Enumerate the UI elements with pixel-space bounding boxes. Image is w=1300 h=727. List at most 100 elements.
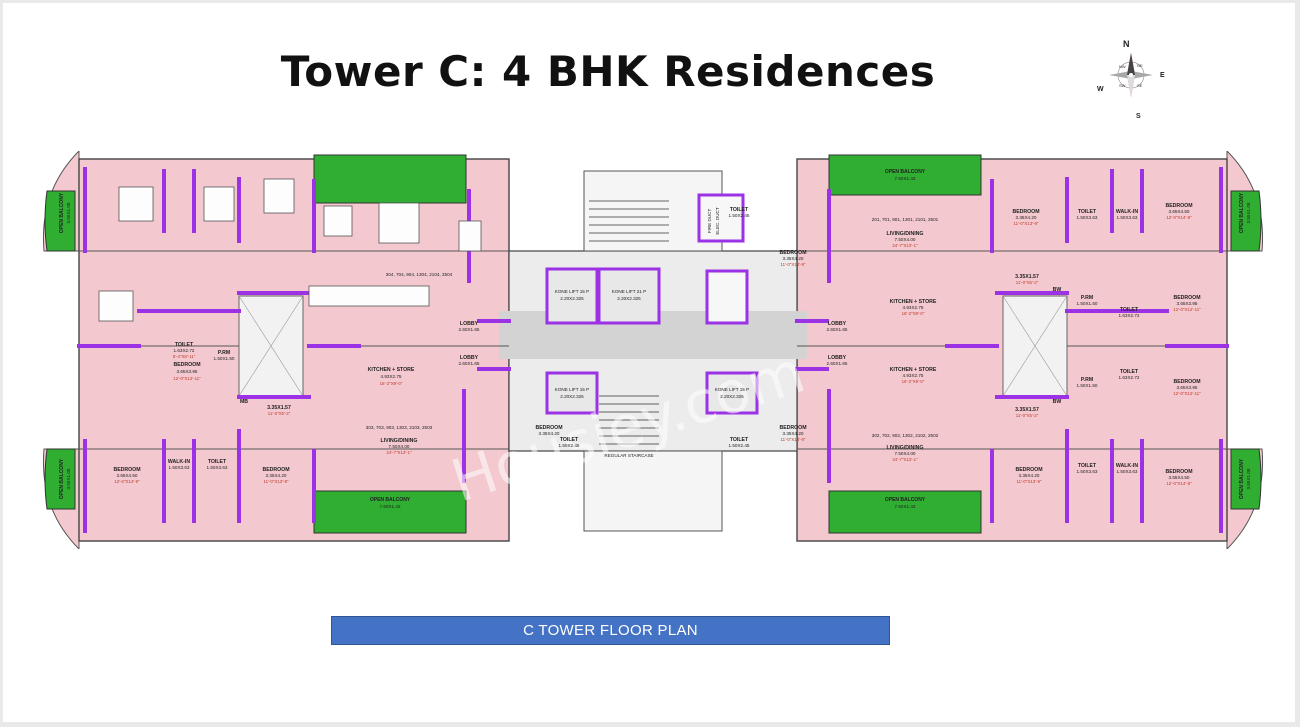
plan-annotation: 4.93X2.75 bbox=[903, 305, 924, 310]
plan-annotation: 1.50X2.45 bbox=[729, 443, 750, 448]
room-label: BEDROOM bbox=[535, 425, 562, 431]
balcony-label: OPEN BALCONY bbox=[59, 458, 65, 499]
plan-annotation: 4.93X2.75 bbox=[903, 373, 924, 378]
room-label: BEDROOM bbox=[1012, 209, 1039, 215]
plan-annotation: 12'-0"X14'-9" bbox=[114, 479, 140, 484]
room-label: LOBBY bbox=[460, 355, 479, 361]
plan-annotation: 7.60X1.43 bbox=[895, 176, 916, 181]
room-label: BEDROOM bbox=[1165, 469, 1192, 475]
plan-annotation: 1.63X2.72 bbox=[174, 348, 195, 353]
plan-annotation: 3.55X1.08 bbox=[66, 202, 71, 223]
room-label: LOBBY bbox=[828, 321, 847, 327]
room-label: WALK-IN bbox=[1116, 209, 1138, 215]
plan-annotation: 3.35X4.20 bbox=[1016, 215, 1037, 220]
flat-numbers-nw: 304, 704, 904, 1304, 2104, 2504 bbox=[386, 272, 453, 277]
plan-annotation: 1.63X2.72 bbox=[1119, 375, 1140, 380]
plan-annotation: 2.20X2.325 bbox=[560, 296, 584, 301]
lift-label: KONE LIFT 15 P bbox=[555, 387, 589, 392]
plan-annotation: 7.50X4.00 bbox=[389, 444, 410, 449]
elec-duct-label: ELEC. DUCT bbox=[715, 207, 720, 235]
room-label: BEDROOM bbox=[779, 250, 806, 256]
plan-annotation: 24'-7"X13'-1" bbox=[892, 457, 918, 462]
plan-annotation: 2.20X2.325 bbox=[720, 394, 744, 399]
plan-annotation: 2.60X1.65 bbox=[459, 327, 480, 332]
room-label: TOILET bbox=[1120, 369, 1139, 375]
plan-annotation: 1.50X1.50 bbox=[214, 356, 235, 361]
room-label: WALK-IN bbox=[1116, 463, 1138, 469]
room-label: BEDROOM bbox=[262, 467, 289, 473]
plan-annotation: 1.50X3.63 bbox=[1117, 469, 1138, 474]
lift-label: KONE LIFT 15 P bbox=[555, 289, 589, 294]
compass-n: N bbox=[1123, 39, 1130, 49]
plan-annotation: 16'-2"X9'-0" bbox=[902, 379, 925, 384]
plan-annotation: 1.50X1.50 bbox=[1077, 383, 1098, 388]
fire-duct-label: FIRE DUCT bbox=[707, 209, 712, 234]
room-label: 3.35X1.57 bbox=[1015, 407, 1039, 413]
room-label: KITCHEN + STORE bbox=[890, 299, 937, 305]
compass-ne: NE bbox=[1137, 63, 1143, 68]
plan-annotation: 2.60X1.65 bbox=[459, 361, 480, 366]
plan-annotation: 7.60X1.43 bbox=[895, 504, 916, 509]
compass-nw: NW bbox=[1119, 64, 1126, 69]
plan-annotation: 1.50X2.45 bbox=[729, 213, 750, 218]
room-label: LIVING/DINING bbox=[381, 438, 418, 444]
plan-annotation: 3.55X1.08 bbox=[66, 468, 71, 489]
room-label: LIVING/DINING bbox=[887, 231, 924, 237]
room-label: LOBBY bbox=[828, 355, 847, 361]
plan-annotation: 12'-0"X12'-11" bbox=[173, 376, 201, 381]
plan-annotation: 5'-4"X8'-11" bbox=[173, 354, 196, 359]
room-label: TOILET bbox=[730, 207, 749, 213]
plan-annotation: 11'-0"X5'-2" bbox=[1016, 280, 1039, 285]
balcony-label: OPEN BALCONY bbox=[1239, 458, 1245, 499]
room-label: TOILET bbox=[730, 437, 749, 443]
plan-annotation: 3.35X4.20 bbox=[266, 473, 287, 478]
staircase-label: REGULAR STAIRCASE bbox=[604, 453, 653, 458]
plan-annotation: 3.35X4.20 bbox=[783, 256, 804, 261]
floor-plan-caption: C TOWER FLOOR PLAN bbox=[331, 616, 890, 645]
room-label: BEDROOM bbox=[1015, 467, 1042, 473]
page-title: Tower C: 4 BHK Residences bbox=[280, 47, 936, 96]
plan-annotation: 12'-0"X12'-11" bbox=[1173, 307, 1201, 312]
room-label: TOILET bbox=[1120, 307, 1139, 313]
room-label: 3.35X1.57 bbox=[267, 405, 291, 411]
lift-label: KONE LIFT 21 P bbox=[612, 289, 646, 294]
balcony-label: OPEN BALCONY bbox=[59, 192, 65, 233]
plan-annotation: 1.50X1.50 bbox=[1077, 301, 1098, 306]
plan-annotation: 3.55X1.08 bbox=[1246, 468, 1251, 489]
room-label: P.RM bbox=[1081, 295, 1093, 301]
mark-bw: BW bbox=[1053, 287, 1062, 293]
room-label: TOILET bbox=[175, 342, 194, 348]
plan-annotation: 11'-0"X13'-9" bbox=[264, 479, 289, 484]
balcony-label: OPEN BALCONY bbox=[885, 497, 926, 503]
plan-annotation: 11'-0"X13'-9" bbox=[781, 262, 806, 267]
plan-annotation: 3.65X3.95 bbox=[1177, 385, 1198, 390]
plan-annotation: 11'-0"X5'-2" bbox=[268, 411, 291, 416]
room-label: TOILET bbox=[1078, 463, 1097, 469]
plan-annotation: 1.50X3.63 bbox=[1077, 469, 1098, 474]
plan-annotation: 24'-7"X13'-1" bbox=[386, 450, 412, 455]
plan-annotation: 3.35X4.20 bbox=[539, 431, 560, 436]
plan-annotation: 1.63X2.72 bbox=[1119, 313, 1140, 318]
compass-sw: SW bbox=[1119, 83, 1126, 88]
plan-annotation: 2.60X1.65 bbox=[827, 361, 848, 366]
plan-annotation: 3.55X1.08 bbox=[1246, 202, 1251, 223]
plan-annotation: 2.20X2.325 bbox=[617, 296, 641, 301]
balcony-label: OPEN BALCONY bbox=[1239, 192, 1245, 233]
lift-label: KONE LIFT 15 P bbox=[715, 387, 749, 392]
flat-numbers-se: 302, 702, 902, 1302, 2102, 2502 bbox=[872, 433, 939, 438]
room-label: BEDROOM bbox=[173, 362, 200, 368]
plan-annotation: 1.50X3.63 bbox=[207, 465, 228, 470]
room-label: BEDROOM bbox=[1173, 295, 1200, 301]
room-label: LOBBY bbox=[460, 321, 479, 327]
plan-annotation: 12'-0"X14'-9" bbox=[1166, 215, 1192, 220]
plan-annotation: 11'-0"X5'-2" bbox=[1016, 413, 1039, 418]
plan-annotation: 1.50X3.63 bbox=[169, 465, 190, 470]
plan-annotation: 16'-2"X9'-0" bbox=[380, 381, 403, 386]
compass-se: SE bbox=[1137, 83, 1143, 88]
room-label: BEDROOM bbox=[779, 425, 806, 431]
room-label: BEDROOM bbox=[1173, 379, 1200, 385]
balcony-label: OPEN BALCONY bbox=[885, 169, 926, 175]
room-label: LIVING/DINING bbox=[887, 445, 924, 451]
compass-e: E bbox=[1160, 72, 1165, 79]
plan-annotation: 4.93X2.75 bbox=[381, 374, 402, 379]
